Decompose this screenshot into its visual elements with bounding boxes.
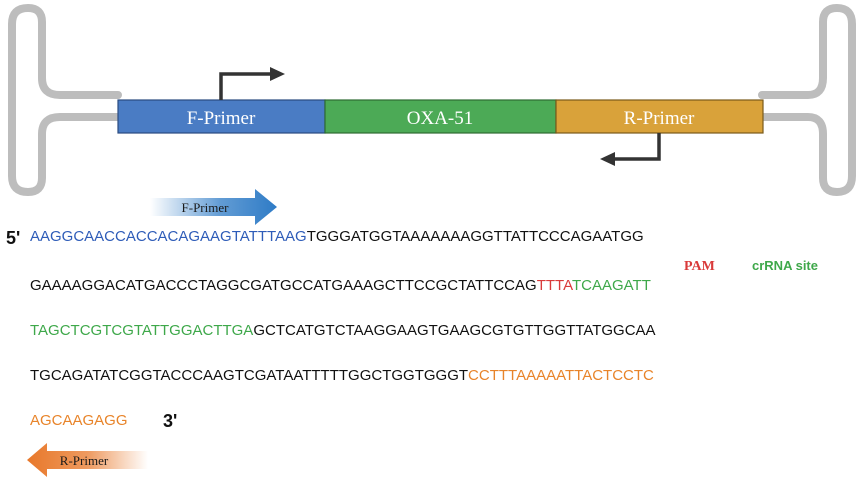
r-primer-sequence-end: AGCAAGAGG [30, 412, 128, 429]
r-primer-region: R-Primer [555, 99, 764, 134]
crrna-sequence-start: TCAAGATT [572, 277, 651, 294]
five-prime-label: 5' [6, 228, 20, 248]
sequence-line-3: TAGCTCGTCGTATTGGACTTGAGCTCATGTCTAAGGAAGT… [30, 322, 656, 339]
r-primer-box-label: R-Primer [624, 108, 695, 129]
crrna-sequence-end: TAGCTCGTCGTATTGGACTTGA [30, 322, 253, 339]
r-primer-arrow: R-Primer [27, 443, 148, 477]
r-primer-box [555, 99, 764, 134]
sequence-line-2: GAAAAGGACATGACCCTAGGCGATGCCATGAAAGCTTCCG… [30, 277, 651, 294]
sequence-line-1: AAGGCAACCACCACAGAAGTATTTAAGTGGGATGGTAAAA… [30, 228, 644, 245]
f-primer-arrow-icon [150, 189, 277, 225]
right-template-bracket [758, 4, 856, 196]
reverse-direction-arrow-icon [600, 133, 661, 166]
sequence-line-4-plain: TGCAGATATCGGTACCCAAGTCGATAATTTTTGGCTGGTG… [30, 367, 468, 384]
three-prime-label: 3' [163, 411, 177, 431]
f-primer-arrow: F-Primer [150, 189, 277, 225]
oxa51-region: OXA-51 [324, 99, 557, 134]
r-primer-arrow-icon [27, 443, 148, 477]
f-primer-arrow-label: F-Primer [182, 200, 230, 215]
f-primer-sequence: AAGGCAACCACCACAGAAGTATTTAAG [30, 228, 307, 245]
f-primer-box [117, 99, 326, 134]
sequence-line-3-rest: GCTCATGTCTAAGGAAGTGAAGCGTGTTGGTTATGGCAA [253, 322, 655, 339]
r-primer-arrow-label: R-Primer [60, 453, 109, 468]
oxa51-box-label: OXA-51 [407, 108, 474, 129]
pam-label: PAM [684, 259, 715, 274]
f-primer-region: F-Primer [117, 99, 326, 134]
oxa51-box [324, 99, 557, 134]
crrna-site-label: crRNA site [752, 258, 818, 273]
pam-sequence: TTTA [537, 277, 573, 294]
left-template-bracket [8, 4, 122, 196]
sequence-line-1-rest: TGGGATGGTAAAAAAAGGTTATTCCCAGAATGG [307, 228, 644, 245]
sequence-line-4: TGCAGATATCGGTACCCAAGTCGATAATTTTTGGCTGGTG… [30, 367, 654, 384]
forward-direction-arrow-icon [219, 67, 285, 100]
r-primer-sequence-start: CCTTTAAAAATTACTCCTC [468, 367, 654, 384]
sequence-line-2-plain: GAAAAGGACATGACCCTAGGCGATGCCATGAAAGCTTCCG… [30, 277, 537, 294]
f-primer-box-label: F-Primer [187, 108, 256, 129]
